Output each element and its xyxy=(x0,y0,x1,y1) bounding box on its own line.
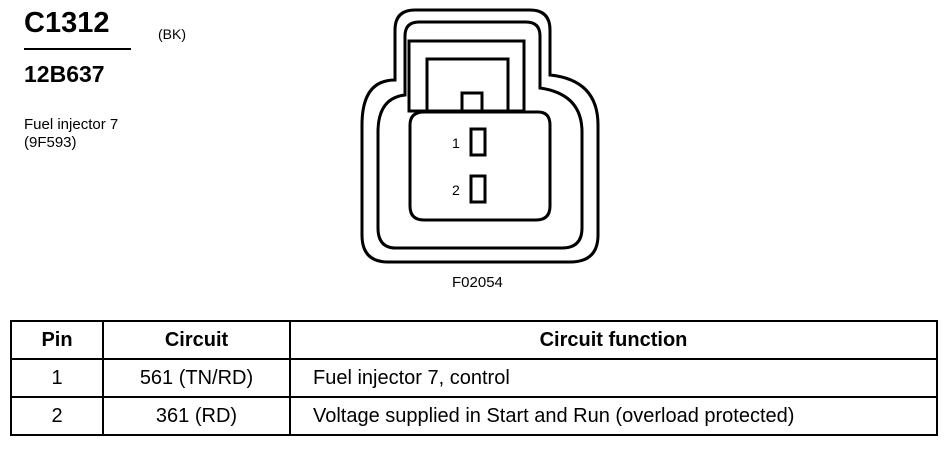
pin-table: Pin Circuit Circuit function 1 561 (TN/R… xyxy=(10,320,938,436)
table-header-row: Pin Circuit Circuit function xyxy=(10,320,938,360)
pin-1-cavity xyxy=(469,127,487,157)
housing-outer-outline xyxy=(360,8,600,264)
figure-code: F02054 xyxy=(452,274,503,291)
table-row: 2 361 (RD) Voltage supplied in Start and… xyxy=(10,396,938,436)
connector-face-icon: 1 2 xyxy=(360,8,600,264)
description-line-2: (9F593) xyxy=(24,134,77,151)
row-1-pin: 1 xyxy=(10,358,104,398)
row-2-function: Voltage supplied in Start and Run (overl… xyxy=(289,396,938,436)
color-code: (BK) xyxy=(158,26,186,42)
header-circuit-function: Circuit function xyxy=(289,320,938,360)
table-row: 1 561 (TN/RD) Fuel injector 7, control xyxy=(10,358,938,398)
row-1-circuit: 561 (TN/RD) xyxy=(102,358,291,398)
description-line-1: Fuel injector 7 xyxy=(24,116,119,133)
latch-inner xyxy=(425,57,510,111)
description: Fuel injector 7 (9F593) xyxy=(24,116,118,152)
header-circuit: Circuit xyxy=(102,320,291,360)
connector-id: C1312 xyxy=(24,7,110,39)
latch-notch xyxy=(460,91,484,111)
row-2-circuit: 361 (RD) xyxy=(102,396,291,436)
pin-2-cavity xyxy=(469,174,487,204)
row-2-pin: 2 xyxy=(10,396,104,436)
terminal-face xyxy=(408,110,552,222)
pin-2-label: 2 xyxy=(452,182,460,198)
title-rule xyxy=(24,48,131,50)
housing-inner-outline xyxy=(376,20,584,250)
pin-1-label: 1 xyxy=(452,135,460,151)
row-1-function: Fuel injector 7, control xyxy=(289,358,938,398)
header-pin: Pin xyxy=(10,320,104,360)
part-number: 12B637 xyxy=(24,61,105,87)
